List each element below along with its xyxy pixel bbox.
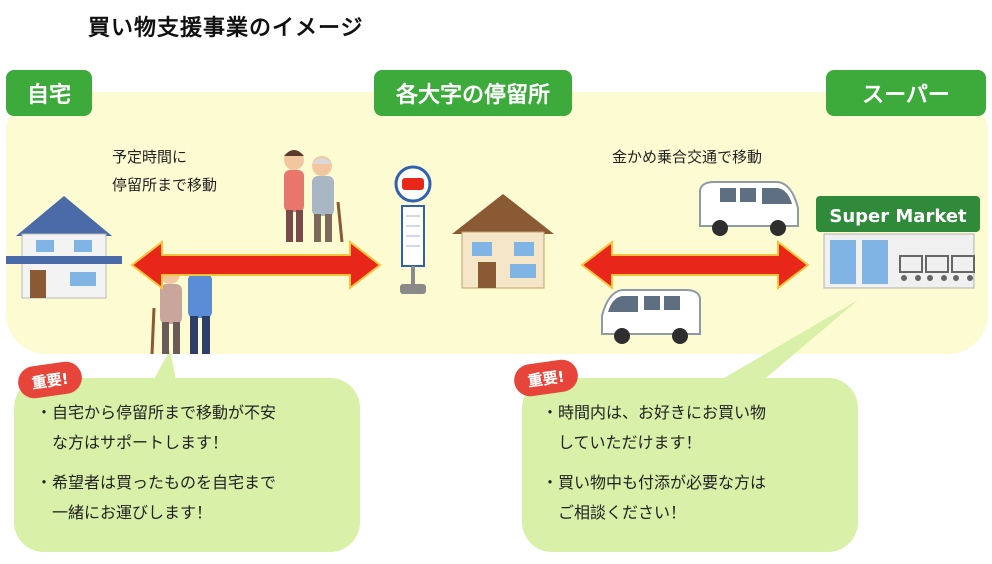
note-transport: 金かめ乗合交通で移動: [612, 148, 763, 166]
double-arrow-home-stop: [130, 239, 382, 291]
bus-stop-sign-icon: [394, 165, 432, 294]
bubble-line: していただけます！: [542, 433, 702, 452]
bubble-line: ・時間内は、お好きにお買い物: [542, 403, 767, 422]
location-tag-bus-stop: 各大字の停留所: [374, 70, 572, 116]
supermarket-icon: Super Market: [816, 196, 980, 289]
seniors-walking-icon: [284, 150, 344, 243]
house-icon: [6, 196, 122, 299]
van-icon: [601, 289, 701, 344]
location-tag-supermarket: スーパー: [826, 70, 986, 116]
store-sign-text: Super Market: [829, 206, 967, 227]
info-bubble-support: [14, 378, 360, 552]
note-line: 予定時間に: [112, 148, 188, 166]
page-title: 買い物支援事業のイメージ: [88, 16, 364, 41]
location-tag-home: 自宅: [6, 70, 92, 116]
bubble-line: ・買い物中も付添が必要な方は: [542, 473, 767, 492]
bubble-line: ・希望者は買ったものを自宅まで: [36, 473, 277, 492]
support-text: ・自宅から停留所まで移動が不安 な方はサポートします！ ・希望者は買ったものを自…: [36, 398, 276, 528]
bubble-line: ・自宅から停留所まで移動が不安: [36, 403, 277, 422]
bubble-line: 一緒にお運びします！: [36, 503, 213, 522]
double-arrow-stop-supermarket: [580, 239, 810, 291]
shopping-text: ・時間内は、お好きにお買い物 していただけます！ ・買い物中も付添が必要な方は …: [542, 398, 766, 528]
house-icon: [452, 194, 554, 289]
note-line: 停留所まで移動: [112, 176, 218, 194]
bubble-line: な方はサポートします！: [36, 433, 229, 452]
bubble-line: ご相談ください！: [542, 503, 687, 522]
note-move-to-stop: 予定時間に 停留所まで移動: [112, 143, 217, 199]
van-icon: [699, 181, 799, 236]
info-bubble-shopping: [522, 378, 858, 552]
